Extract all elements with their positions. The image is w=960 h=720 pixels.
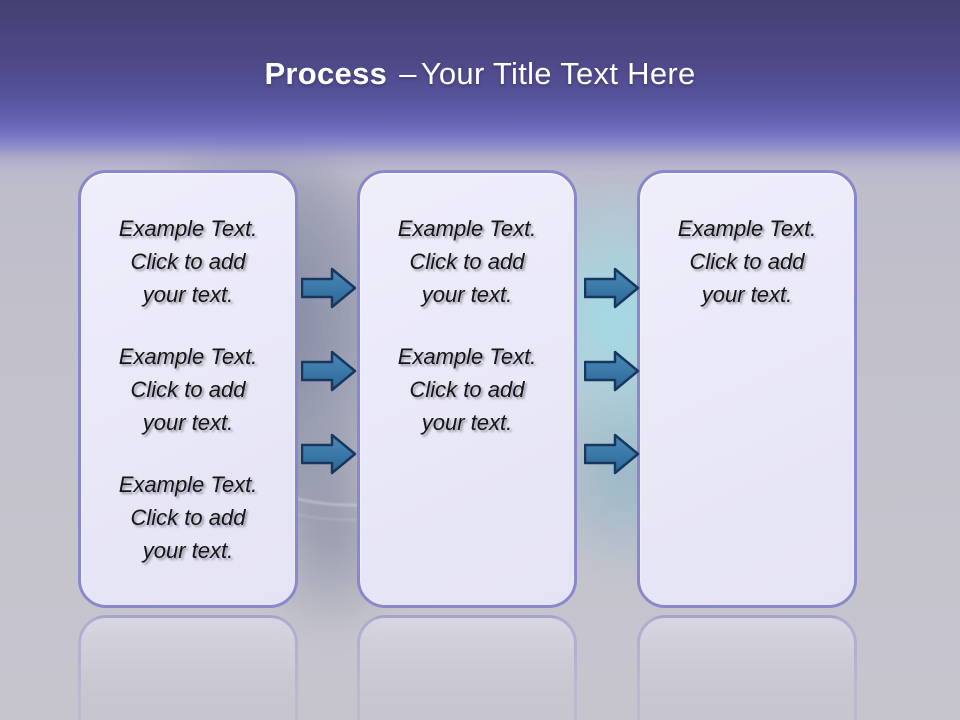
placeholder-line: Example Text. [397,344,537,369]
panel-reflection [637,615,857,720]
placeholder-line: Example Text. [397,216,537,241]
title-text: Your Title Text Here [420,56,696,91]
slide-title[interactable]: Process–Your Title Text Here [0,55,960,92]
placeholder-line: your text. [142,538,234,563]
placeholder-line: Click to add [689,249,805,274]
panel-reflection [357,615,577,720]
placeholder-line: Click to add [409,377,525,402]
placeholder-line: your text. [142,282,234,307]
right-arrow-icon[interactable] [301,267,357,309]
process-panel-1[interactable]: Example Text. Click to add your text. Ex… [78,170,298,608]
placeholder-line: Click to add [130,377,246,402]
placeholder-line: Example Text. [677,216,817,241]
process-panel-2[interactable]: Example Text. Click to add your text. Ex… [357,170,577,608]
right-arrow-icon[interactable] [301,350,357,392]
placeholder-line: Click to add [409,249,525,274]
text-placeholder[interactable]: Example Text. Click to add your text. [640,212,854,311]
text-placeholder[interactable]: Example Text. Click to add your text. [360,340,574,439]
placeholder-line: your text. [421,282,513,307]
placeholder-line: Click to add [130,505,246,530]
placeholder-line: your text. [701,282,793,307]
text-placeholder[interactable]: Example Text. Click to add your text. [81,340,295,439]
right-arrow-icon[interactable] [584,433,640,475]
right-arrow-icon[interactable] [584,267,640,309]
placeholder-line: Example Text. [118,344,258,369]
title-separator: – [399,56,417,91]
placeholder-line: Example Text. [118,472,258,497]
title-keyword: Process [264,56,388,91]
placeholder-line: your text. [142,410,234,435]
right-arrow-icon[interactable] [584,350,640,392]
placeholder-line: Example Text. [118,216,258,241]
placeholder-line: your text. [421,410,513,435]
process-panel-3[interactable]: Example Text. Click to add your text. [637,170,857,608]
placeholder-line: Click to add [130,249,246,274]
text-placeholder[interactable]: Example Text. Click to add your text. [360,212,574,311]
panel-reflection [78,615,298,720]
text-placeholder[interactable]: Example Text. Click to add your text. [81,212,295,311]
right-arrow-icon[interactable] [301,433,357,475]
text-placeholder[interactable]: Example Text. Click to add your text. [81,468,295,567]
